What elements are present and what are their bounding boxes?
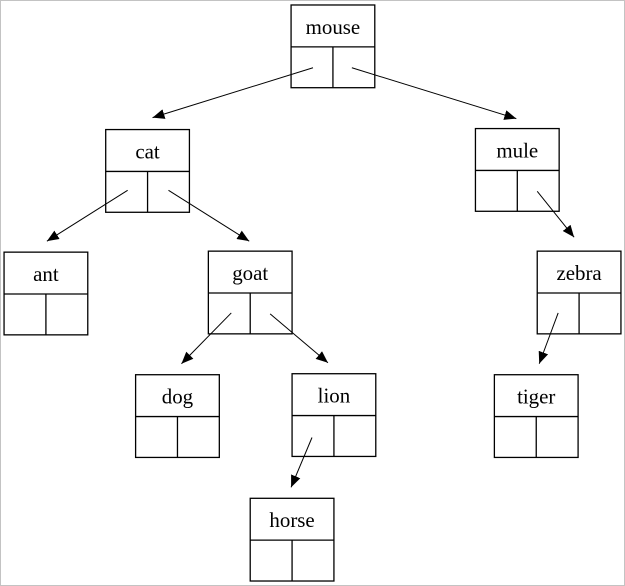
edge-mule-right-zebra [536, 191, 575, 238]
node-label-horse: horse [269, 508, 314, 532]
node-mouse: mouse [290, 4, 376, 89]
edge-lion-left-horse [290, 437, 313, 488]
edge-goat-right-lion [269, 313, 329, 364]
node-ant: ant [3, 251, 89, 336]
edge-cat-left-ant [46, 189, 128, 242]
node-label-zebra: zebra [556, 261, 601, 285]
node-label-cat: cat [135, 139, 160, 163]
node-dog: dog [134, 374, 220, 459]
edge-goat-left-dog [181, 312, 232, 365]
node-horse: horse [249, 497, 335, 582]
edge-mouse-left-cat [152, 67, 314, 119]
node-label-dog: dog [162, 385, 194, 409]
node-label-tiger: tiger [517, 385, 555, 409]
node-lion: lion [291, 373, 377, 458]
edge-mouse-right-mule [351, 67, 517, 120]
node-label-mule: mule [496, 138, 538, 162]
node-label-goat: goat [232, 261, 268, 285]
node-mule: mule [474, 127, 560, 212]
node-cat: cat [105, 128, 191, 213]
node-label-ant: ant [33, 262, 59, 286]
node-tiger: tiger [493, 374, 579, 459]
edge-cat-right-goat [168, 189, 250, 242]
node-label-mouse: mouse [306, 15, 361, 39]
node-label-lion: lion [318, 384, 351, 408]
edge-zebra-left-tiger [538, 312, 559, 364]
node-zebra: zebra [536, 250, 622, 335]
